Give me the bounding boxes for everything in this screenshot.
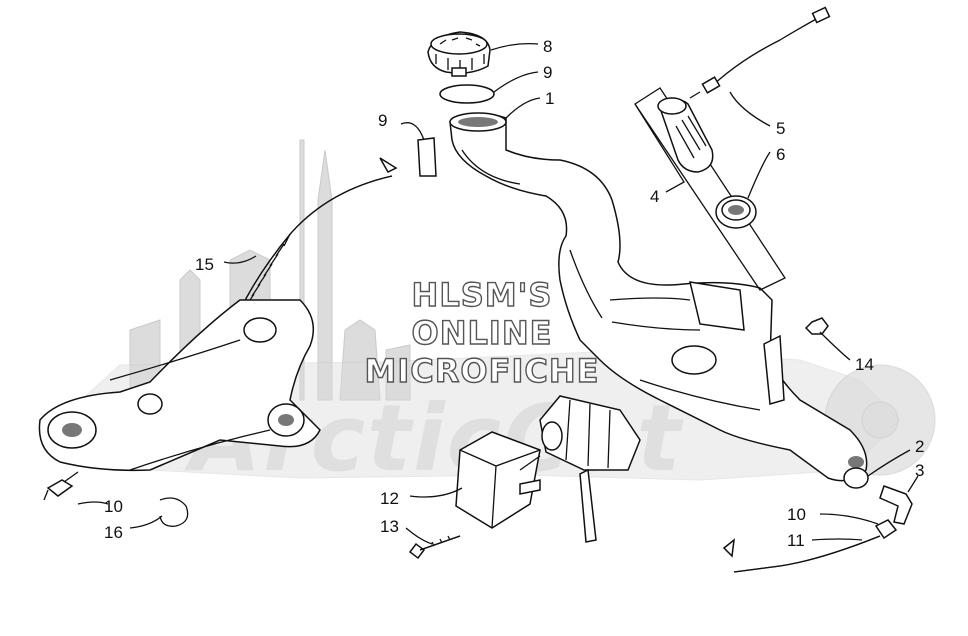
callout-2: 2 — [915, 437, 924, 456]
callout-9: 9 — [378, 111, 387, 130]
hlsm-watermark: HLSM'S ONLINE MICROFICHE — [364, 275, 600, 390]
leader-lines — [77, 42, 919, 545]
elbow-fitting-part-3 — [879, 485, 913, 525]
vent-hose-part-15 — [239, 157, 398, 311]
callout-11: 11 — [787, 531, 805, 550]
callout-8: 9 — [543, 63, 552, 82]
grommet-part-2 — [843, 467, 869, 489]
bolt-part-13 — [408, 535, 461, 560]
callout-12: 12 — [380, 489, 399, 508]
module-part-12 — [455, 431, 541, 529]
fuel-hose-part-11 — [722, 535, 881, 573]
callout-3: 3 — [915, 461, 924, 480]
callout-13: 13 — [380, 517, 399, 536]
callout-6: 6 — [776, 145, 785, 164]
callout-15: 15 — [195, 255, 214, 274]
callout-1: 1 — [545, 89, 554, 108]
callout-10-left: 10 — [104, 497, 123, 516]
fuel-tank-part-1 — [449, 112, 868, 482]
gauge-assembly-part-4 — [634, 87, 786, 291]
callout-labels: 8 9 1 9 5 6 4 15 14 2 3 10 16 12 13 10 1… — [104, 37, 924, 550]
tank-bracket — [763, 334, 785, 405]
watermark-line-3: MICROFICHE — [365, 352, 600, 390]
fuel-cap-part-7 — [427, 31, 491, 77]
clip-part-9 — [417, 137, 437, 177]
fitting-part-10-right — [874, 519, 898, 540]
callout-10-right: 10 — [787, 505, 806, 524]
grommet-part-6 — [715, 195, 757, 229]
watermark-line-2: ONLINE — [412, 314, 553, 352]
fuel-pump-assembly — [519, 395, 641, 543]
callout-16: 16 — [104, 523, 123, 542]
nut-part-14 — [804, 317, 829, 335]
mounting-plate — [38, 299, 321, 472]
o-ring-part-8 — [439, 84, 495, 104]
watermark-line-1: HLSM'S — [412, 276, 553, 314]
callout-14: 14 — [855, 355, 874, 374]
callout-7: 8 — [543, 37, 552, 56]
fitting-part-10-left — [43, 471, 79, 501]
wire-harness-part-5 — [689, 6, 831, 99]
callout-4: 4 — [650, 187, 659, 206]
callout-5: 5 — [776, 119, 785, 138]
hose-clamp-part-16 — [159, 497, 189, 527]
